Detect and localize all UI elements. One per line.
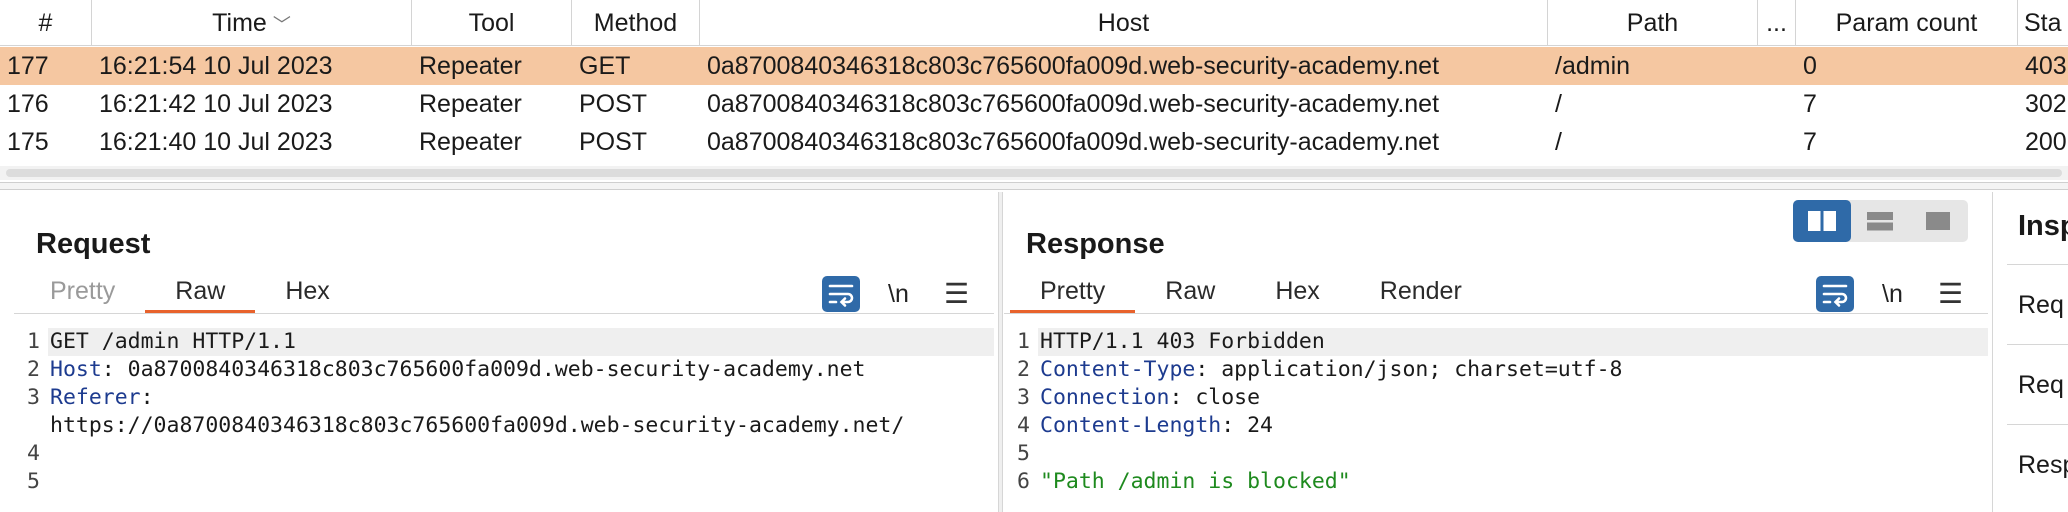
row-status: 200 xyxy=(2025,128,2067,156)
row-status: 403 xyxy=(2025,52,2067,80)
row-param-count: 0 xyxy=(1803,52,1817,80)
row-extra xyxy=(1758,47,1796,85)
row-tool: Repeater xyxy=(419,90,522,118)
layout-side-by-side-icon[interactable] xyxy=(1793,200,1851,242)
row-host: 0a8700840346318c803c765600fa009d.web-sec… xyxy=(707,128,1440,156)
tab-pretty[interactable]: Pretty xyxy=(1010,274,1136,314)
request-title: Request xyxy=(36,228,151,260)
column-header-status[interactable]: Sta xyxy=(2024,9,2062,37)
row-param-count: 7 xyxy=(1803,128,1817,156)
column-header-tool[interactable]: Tool xyxy=(412,0,572,46)
tabs-divider xyxy=(14,313,994,314)
tab-raw[interactable]: Raw xyxy=(145,274,256,314)
column-header-path[interactable]: Path xyxy=(1548,0,1758,46)
row-method: POST xyxy=(579,90,648,118)
row-tool: Repeater xyxy=(419,128,522,156)
proxy-history-table: # Time﹀ Tool Method Host Path ... Param … xyxy=(0,0,2068,168)
code-line: 4 xyxy=(27,441,40,466)
row-time: 16:21:40 10 Jul 2023 xyxy=(99,128,333,156)
row-host: 0a8700840346318c803c765600fa009d.web-sec… xyxy=(707,90,1440,118)
tab-hex[interactable]: Hex xyxy=(1275,277,1320,305)
code-line: 5 xyxy=(1017,441,1030,466)
inspector-item-request-attributes[interactable]: Req xyxy=(2007,264,2068,344)
row-status: 302 xyxy=(2025,90,2067,118)
inspector-item-request-headers[interactable]: Req xyxy=(2007,344,2068,424)
inspector-item-response-headers[interactable]: Resp xyxy=(2007,424,2068,504)
text-wrap-icon[interactable] xyxy=(1816,276,1854,312)
hamburger-menu-icon[interactable]: ☰ xyxy=(944,278,970,309)
row-number: 177 xyxy=(7,52,49,80)
column-header-host[interactable]: Host xyxy=(700,0,1548,46)
text-wrap-icon[interactable] xyxy=(822,276,860,312)
inspector-panel: Insp Req Req Resp xyxy=(1992,192,2068,512)
request-tabs: Pretty Raw Hex xyxy=(20,274,360,314)
pane-splitter[interactable] xyxy=(0,182,2068,190)
tab-render[interactable]: Render xyxy=(1379,277,1462,305)
newline-toggle-button[interactable]: \n xyxy=(1882,280,1903,308)
row-extra xyxy=(1758,123,1796,161)
row-number: 176 xyxy=(7,90,49,118)
panel-divider[interactable] xyxy=(998,192,1003,512)
column-header-param-count[interactable]: Param count xyxy=(1796,0,2018,46)
column-header-more[interactable]: ... xyxy=(1758,0,1796,46)
row-method: POST xyxy=(579,128,648,156)
layout-toggle xyxy=(1793,200,1968,242)
hamburger-menu-icon[interactable]: ☰ xyxy=(1938,278,1964,309)
layout-single-icon[interactable] xyxy=(1909,200,1967,242)
scrollbar-thumb[interactable] xyxy=(6,169,2062,177)
row-host: 0a8700840346318c803c765600fa009d.web-sec… xyxy=(707,52,1440,80)
response-tabs: Pretty Raw Hex Render xyxy=(1010,274,1492,314)
column-header-method[interactable]: Method xyxy=(572,0,700,46)
row-path: / xyxy=(1555,128,1562,156)
tab-pretty[interactable]: Pretty xyxy=(50,277,116,305)
row-method: GET xyxy=(579,52,631,80)
row-time: 16:21:54 10 Jul 2023 xyxy=(99,52,333,80)
row-tool: Repeater xyxy=(419,52,522,80)
row-time: 16:21:42 10 Jul 2023 xyxy=(99,90,333,118)
row-param-count: 7 xyxy=(1803,90,1817,118)
tab-raw[interactable]: Raw xyxy=(1165,277,1216,305)
row-path: /admin xyxy=(1555,52,1631,80)
newline-toggle-button[interactable]: \n xyxy=(888,280,909,308)
layout-stacked-icon[interactable] xyxy=(1851,200,1909,242)
row-number: 175 xyxy=(7,128,49,156)
horizontal-scrollbar[interactable] xyxy=(0,166,2068,180)
tab-hex[interactable]: Hex xyxy=(285,277,330,305)
table-header: # Time﹀ Tool Method Host Path ... Param … xyxy=(0,0,2068,46)
code-line: 5 xyxy=(27,469,40,494)
column-header-number[interactable]: # xyxy=(0,0,92,46)
column-header-time[interactable]: Time﹀ xyxy=(92,0,412,46)
row-path: / xyxy=(1555,90,1562,118)
inspector-title: Insp xyxy=(2018,210,2068,242)
code-line: 6"Path /admin is blocked" xyxy=(1017,469,1351,494)
response-title: Response xyxy=(1026,228,1165,260)
row-extra xyxy=(1758,85,1796,123)
code-line: https://0a8700840346318c803c765600fa009d… xyxy=(50,413,905,438)
tabs-divider xyxy=(1004,313,1988,314)
table-row[interactable]: 175 16:21:40 10 Jul 2023 Repeater POST 0… xyxy=(0,123,2068,161)
table-row[interactable]: 176 16:21:42 10 Jul 2023 Repeater POST 0… xyxy=(0,85,2068,123)
table-row[interactable]: 177 16:21:54 10 Jul 2023 Repeater GET 0a… xyxy=(0,47,2068,85)
chevron-down-icon: ﹀ xyxy=(272,15,291,35)
